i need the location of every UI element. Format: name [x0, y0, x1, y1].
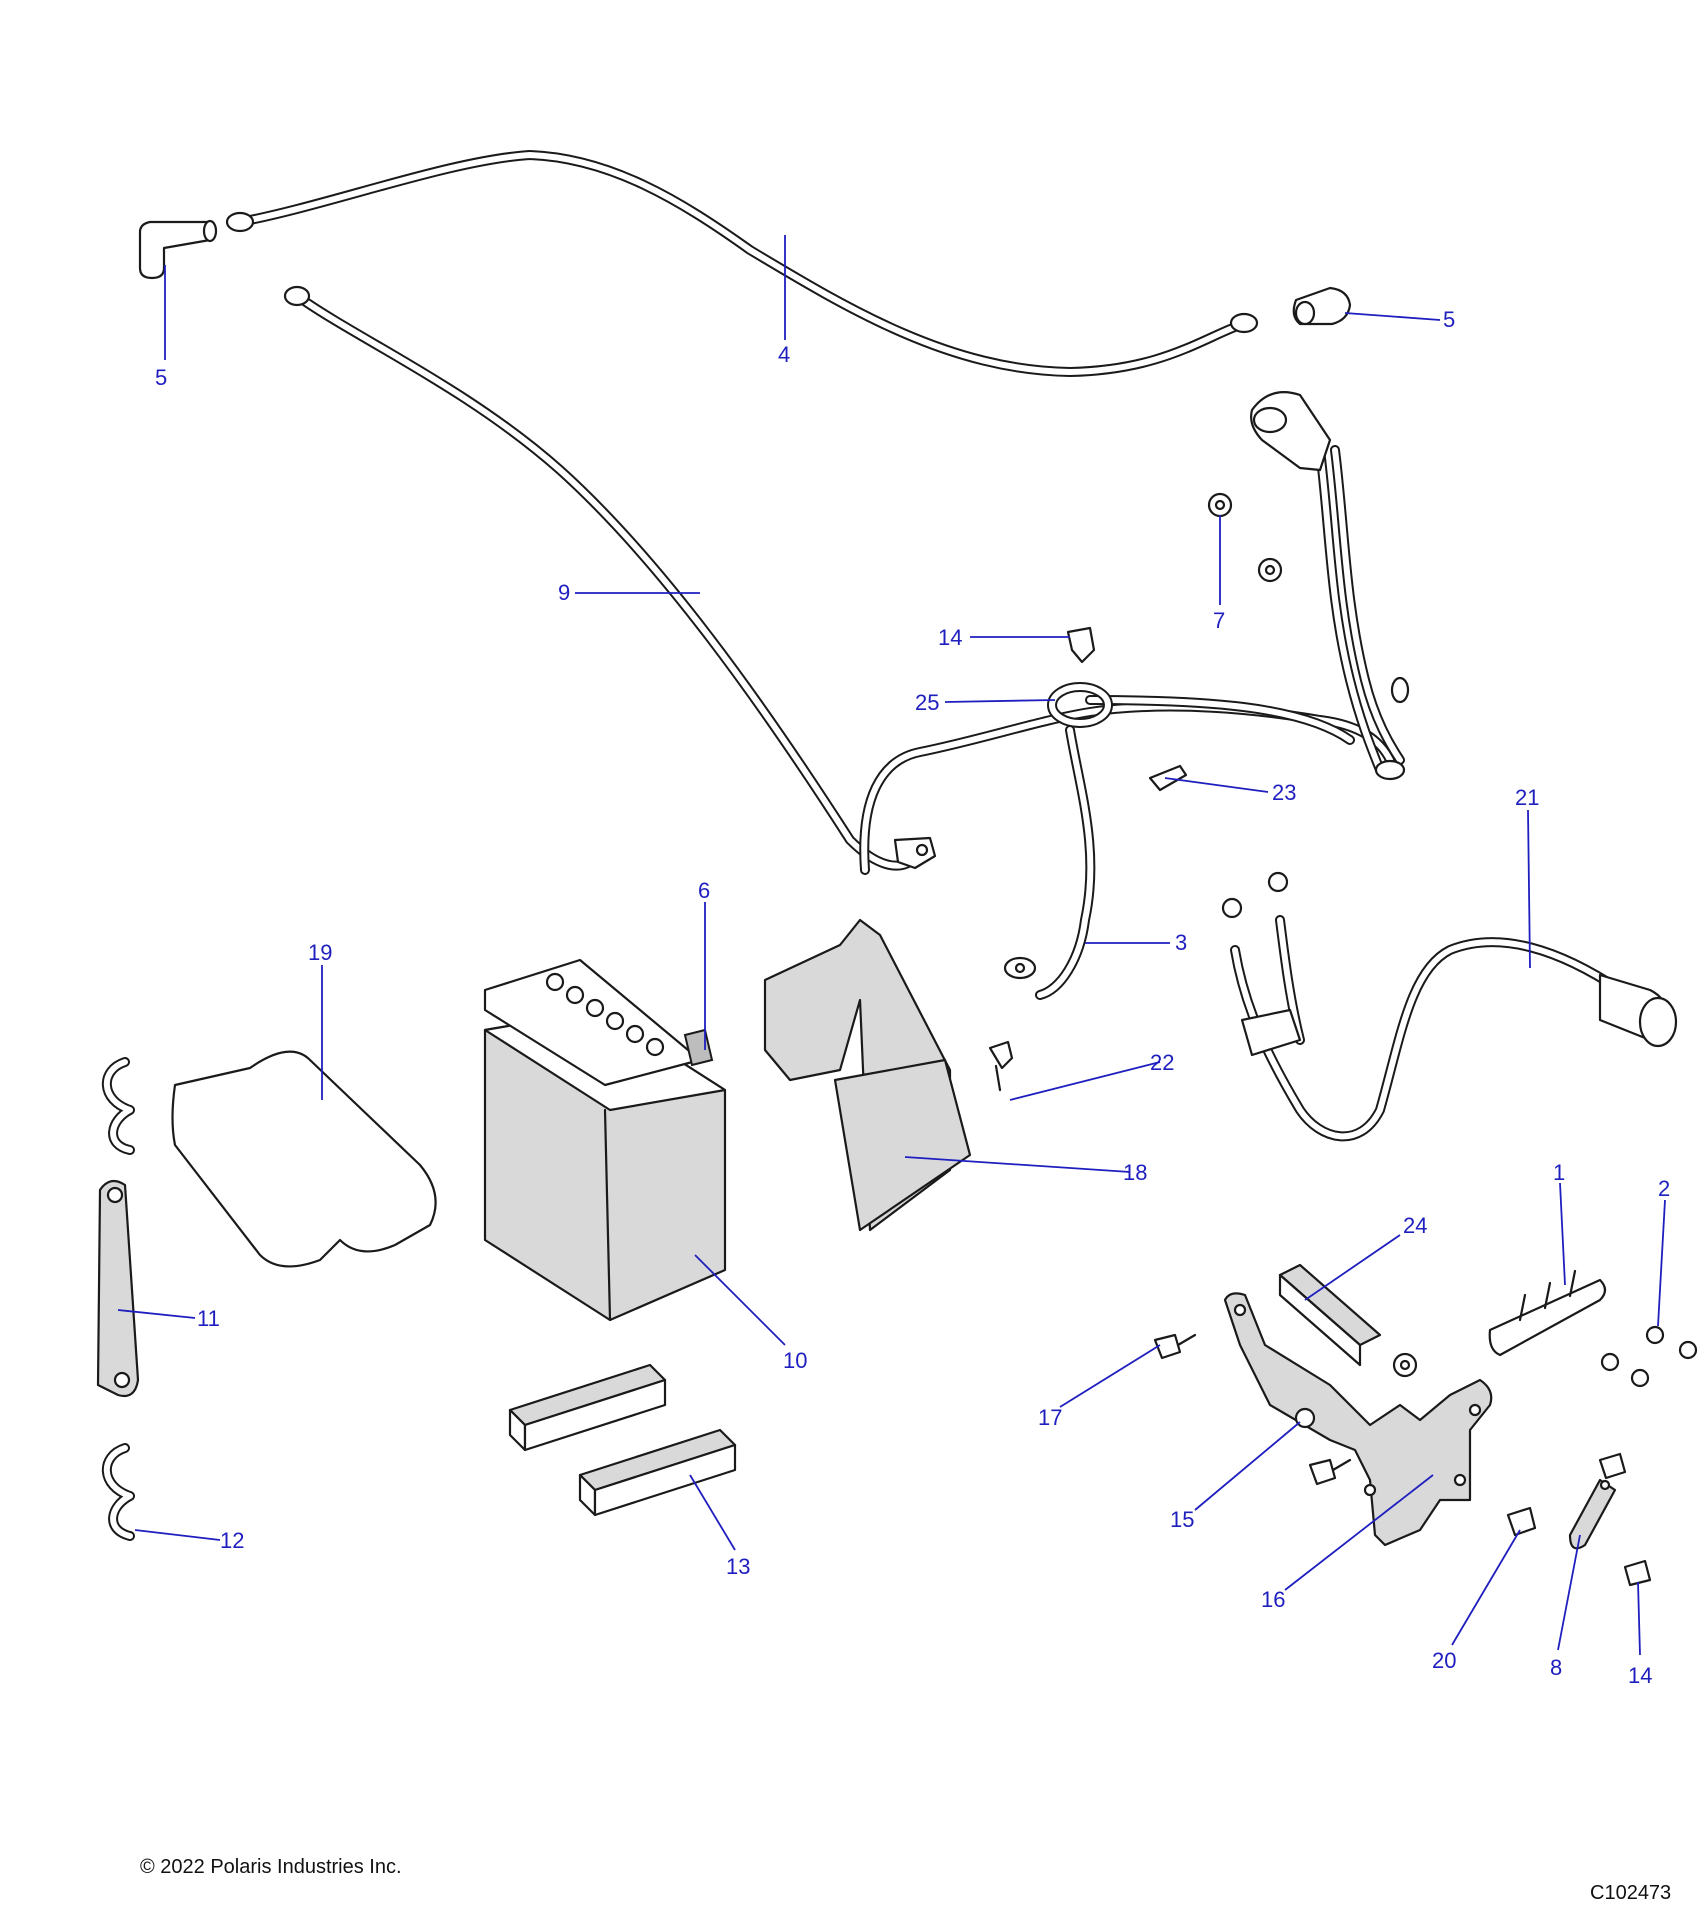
ground-lug	[893, 836, 937, 870]
battery-bracket-18	[763, 918, 972, 1232]
nut-2	[1600, 1325, 1698, 1388]
callout-20: 20	[1432, 1648, 1456, 1673]
callout-10: 10	[783, 1348, 807, 1373]
strap-11	[96, 1179, 140, 1398]
copyright-notice: © 2022 Polaris Industries Inc.	[140, 1856, 402, 1878]
terminal-block-1	[1488, 1269, 1607, 1357]
callout-8: 8	[1550, 1655, 1562, 1680]
harness-loop-25	[1047, 682, 1113, 728]
callout-17: 17	[1038, 1405, 1062, 1430]
harness-21	[1221, 871, 1678, 1142]
leader-lines	[117, 235, 1666, 1656]
callout-1: 1	[1553, 1160, 1565, 1185]
callout-23: 23	[1272, 780, 1296, 805]
callout-22: 22	[1150, 1050, 1174, 1075]
callout-3: 3	[1175, 930, 1187, 955]
callout-15: 15	[1170, 1507, 1194, 1532]
callout-11: 11	[197, 1306, 220, 1331]
bolt-14-bottom	[1623, 1559, 1652, 1587]
cable-positive-upper	[1250, 391, 1410, 781]
callout-16: 16	[1261, 1587, 1285, 1612]
terminal-boot-5-left	[138, 219, 218, 280]
cable-9	[283, 285, 915, 871]
callout-18: 18	[1123, 1160, 1147, 1185]
harness-3	[859, 695, 1395, 1000]
callout-9: 9	[558, 580, 570, 605]
drawing-id: C102473	[1590, 1882, 1672, 1904]
callout-25: 25	[915, 690, 939, 715]
hook-top	[101, 1057, 135, 1155]
callout-6: 6	[698, 878, 710, 903]
bolt-8-top	[1598, 1452, 1627, 1480]
ground-strap-8	[1568, 1478, 1617, 1550]
clip-14-top	[1066, 626, 1096, 664]
screw-15	[1294, 1407, 1316, 1429]
nut-7	[1207, 492, 1283, 583]
pad-24	[1278, 1263, 1382, 1367]
callout-5-right: 5	[1443, 307, 1455, 332]
nut-bracket	[1392, 1352, 1418, 1378]
callout-13: 13	[726, 1554, 750, 1579]
battery-10	[483, 958, 727, 1322]
bolt-22	[988, 1040, 1014, 1092]
pad-13-upper	[508, 1363, 667, 1452]
callout-19: 19	[308, 940, 332, 965]
callout-14-top: 14	[938, 625, 962, 650]
hook-12	[101, 1443, 135, 1541]
callout-12: 12	[220, 1528, 244, 1553]
callout-2: 2	[1658, 1176, 1670, 1201]
screw-17	[1153, 1333, 1197, 1360]
screw-bracket	[1308, 1458, 1352, 1486]
callout-4: 4	[778, 342, 790, 367]
callout-21: 21	[1515, 785, 1539, 810]
bolt-20	[1506, 1506, 1537, 1537]
callout-24: 24	[1403, 1213, 1427, 1238]
callout-14-bottom: 14	[1628, 1663, 1652, 1688]
callout-7: 7	[1213, 608, 1225, 633]
pad-13-lower	[578, 1428, 737, 1517]
callout-5-left: 5	[155, 365, 167, 390]
battery-cover-19	[171, 1050, 437, 1268]
terminal-boot-5-right	[1292, 286, 1352, 326]
callout-labels: 5 4 5 7 9 14 25 23 21 6 19 3 22 18 1 2 2…	[155, 307, 1670, 1688]
cable-4	[225, 150, 1259, 377]
